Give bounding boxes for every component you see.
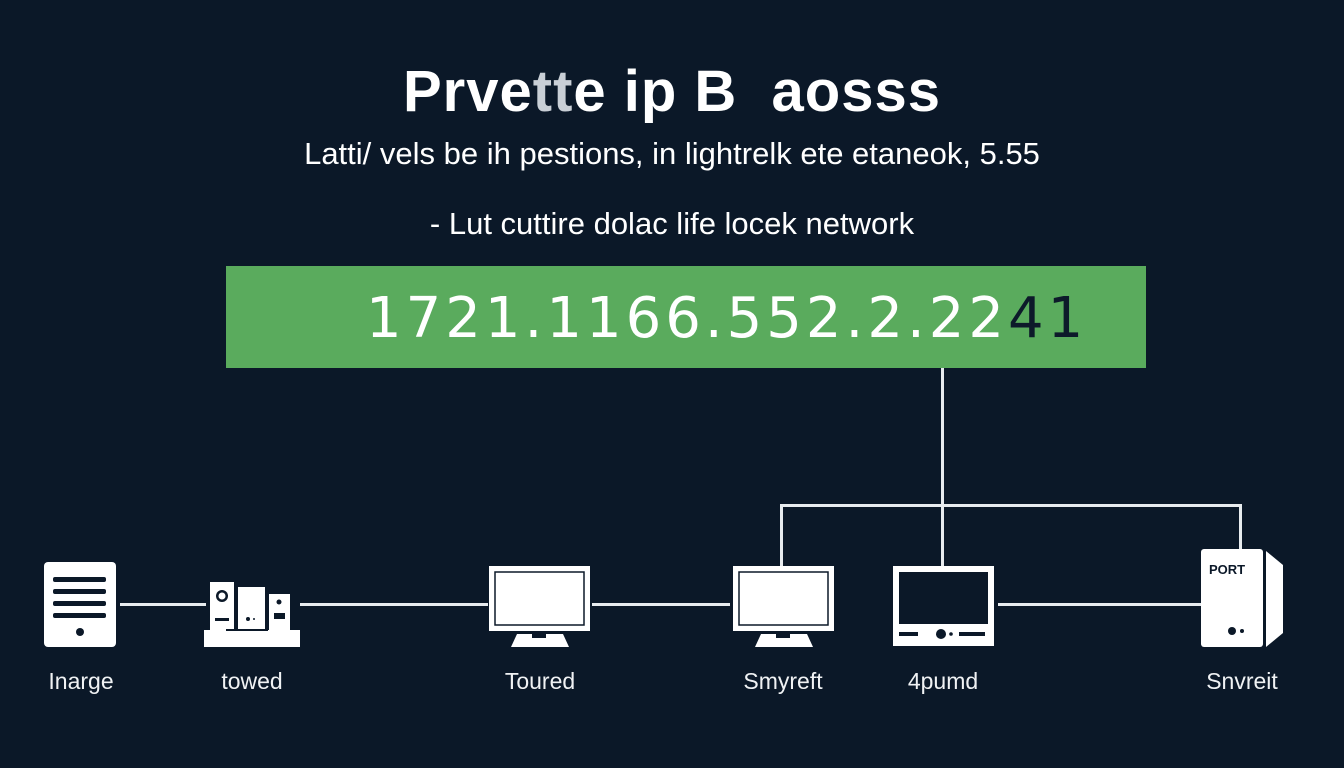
connector-line [780,504,783,566]
tagline: - Lut cuttire dolac life locek network [429,206,915,241]
page-title: Prvette ip B aosss [0,58,1344,125]
monitor-icon [733,566,834,647]
monitor-icon [489,566,590,647]
device-label: towed [221,668,283,694]
device-label: Inarge [48,668,114,694]
port-badge: PORT [1209,562,1246,577]
connector-line [300,603,488,606]
display-device-icon [893,566,994,646]
ip-highlight: 41 [1008,286,1088,351]
device-label: Smyreft [743,668,823,694]
connector-line [998,603,1202,606]
title-part: Prve [402,59,533,124]
title-part: e ip B aosss [573,59,942,124]
ip-address-banner: 1721.1166.552.2.2241 [226,266,1146,368]
connector-line [120,603,206,606]
connector-line [780,504,1242,507]
device-label: Snvreit [1206,668,1278,694]
desktop-towers-icon [204,582,300,647]
ip-main: 1721.1166.552.2.22 [366,286,1009,351]
title-part: tt [532,59,574,124]
port-server-icon: PORT [1201,549,1285,649]
device-label: 4pumd [907,668,979,694]
connector-line [1239,504,1242,550]
ip-address: 1721.1166.552.2.2241 [366,286,1087,351]
port-server-shape [1201,549,1283,647]
subtitle: Latti/ vels be ih pestions, in lightrelk… [304,136,1040,171]
connector-line [592,603,730,606]
server-icon [44,562,116,647]
connector-line [941,368,944,566]
device-label: Toured [504,668,576,694]
